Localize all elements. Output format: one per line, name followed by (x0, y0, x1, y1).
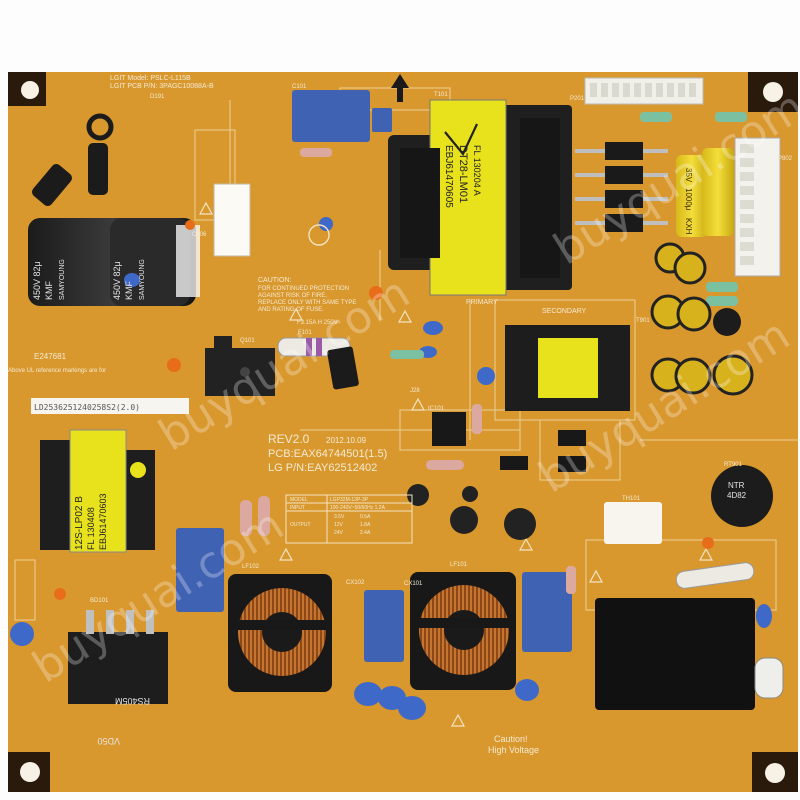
sb-xfmr-pn: EBJ61470603 (98, 493, 108, 550)
ref-d191: D191 (150, 94, 165, 100)
table-header-1: LGP32M-13P-3P (330, 497, 369, 503)
table-input-1: 100-240V~50/60Hz 1.2A (330, 505, 386, 511)
bulk-cap-rating-2: 450V 82μ (112, 261, 122, 300)
x-capacitor-top (292, 90, 370, 142)
sec-cap-s: KXH (684, 218, 693, 235)
ul-file: E247681 (34, 352, 67, 361)
bulk-cap-rating: 450V 82μ (32, 261, 42, 300)
ntc-line-1: 4D82 (727, 491, 747, 500)
bridge-code: VD50 (97, 736, 120, 746)
hv-line-0: Caution! (494, 734, 528, 744)
ref-f101: F101 (298, 330, 312, 336)
caution-line-2: AGAINST RISK OF FIRE, (258, 293, 327, 299)
ceramic-block (213, 183, 251, 257)
output-connector-top (584, 77, 704, 105)
main-xfmr-code: DT28-LM01 (457, 145, 469, 203)
small-electrolytics (407, 484, 536, 540)
bulk-cap-brand-2: SAMYOUNG (139, 259, 146, 300)
caution-line-4: AND RATING OF FUSE. (258, 307, 324, 313)
table-header-0: MODEL (290, 497, 308, 503)
ref-t901: T901 (636, 318, 650, 324)
ref-p802: P802 (778, 156, 793, 162)
lg-pn: LG P/N:EAY62512402 (268, 462, 377, 474)
table-output-label: OUTPUT (290, 522, 311, 528)
pcb-pn-line: LGIT PCB P/N: 3PAGC10088A-B (110, 83, 214, 90)
ref-bd101: BD101 (90, 598, 109, 604)
rectifier-diodes (575, 142, 668, 232)
sec-cap-c: 1000μ (684, 188, 693, 211)
line-filter-left (228, 574, 332, 692)
table-v3: 24V (334, 530, 344, 536)
ref-p201: P201 (570, 96, 585, 102)
primary-label: PRIMARY (466, 299, 498, 306)
table-a1: 0.5A (360, 514, 371, 520)
controller-ic (432, 412, 466, 446)
sec-cap-v: 35V (684, 168, 693, 183)
main-xfmr-pn: EBJ61470605 (443, 145, 454, 208)
thermistor (711, 465, 773, 527)
caution-line-3: REPLACE ONLY WITH SAME TYPE (258, 300, 356, 306)
bulk-cap-brand: SAMYOUNG (59, 259, 66, 300)
bridge-part: RS405M (115, 696, 150, 706)
sb-xfmr-code: 12S-LP02 B (74, 496, 85, 550)
secondary-transformer (505, 325, 630, 411)
axial-diodes (31, 113, 114, 206)
barcode-label-bg (31, 398, 189, 414)
secondary-label: SECONDARY (542, 308, 587, 315)
x-capacitor (364, 590, 404, 662)
caution-line-0: CAUTION: (258, 277, 292, 284)
fuse-label: F3.15A H 250V (297, 320, 338, 326)
ref-c101: C101 (292, 84, 307, 90)
table-input-0: INPUT (290, 505, 305, 511)
ref-ic101: IC101 (428, 406, 445, 412)
caution-line-1: FOR CONTINUED PROTECTION (258, 286, 349, 292)
bridge-rectifier (68, 610, 168, 704)
standby-transformer (40, 429, 155, 553)
secondary-capacitors (650, 148, 754, 396)
table-a3: 2.4A (360, 530, 371, 536)
table-a2: 1.8A (360, 522, 371, 528)
table-v2: 12V (334, 522, 344, 528)
resistors-top (640, 112, 747, 306)
inlet-block (595, 598, 755, 710)
date-text: 2012.10.09 (326, 436, 367, 445)
mosfet (205, 336, 275, 396)
main-xfmr-lot: FL 130204 A (472, 145, 482, 196)
lg-logo (308, 224, 330, 246)
ceramic-capacitors (10, 217, 772, 720)
hv-line-1: High Voltage (488, 745, 539, 755)
x-capacitor (522, 572, 572, 652)
fuse-right (675, 562, 755, 589)
barcode-text: LD2536251240258S2(2.0) (34, 403, 140, 412)
ref-rt901: RT901 (724, 462, 743, 468)
output-table (285, 494, 413, 544)
bulk-cap-series-2: KMF (124, 281, 134, 301)
pcb-code: PCB:EAX64744501(1.5) (268, 448, 387, 460)
output-connector-right (734, 137, 781, 277)
ref-th101: TH101 (622, 496, 641, 502)
main-transformer (388, 99, 572, 296)
ref-cx102: CX102 (346, 580, 365, 586)
resistors-mid (240, 148, 576, 594)
sb-xfmr-lot: FL 130408 (86, 507, 96, 550)
ntc-block (604, 502, 662, 544)
ref-c106: C106 (192, 232, 207, 238)
line-filter-right (410, 572, 516, 690)
ref-q101: Q101 (240, 338, 255, 344)
ref-j28: J28 (410, 388, 420, 394)
bulk-cap-series: KMF (44, 281, 54, 301)
ul-text: Above UL reference markings are for (8, 368, 106, 374)
ref-lf101: LF101 (450, 562, 468, 568)
ref-t101: T101 (434, 92, 448, 98)
ntc-line-0: NTR (728, 481, 745, 490)
ref-cx101: CX101 (404, 581, 423, 587)
table-v1: 3.5V (334, 514, 345, 520)
x-capacitor (176, 528, 224, 612)
model-line: LGIT Model: PSLC-L115B (110, 75, 191, 82)
rev-text: REV2.0 (268, 432, 310, 446)
ref-lf102: LF102 (242, 564, 260, 570)
